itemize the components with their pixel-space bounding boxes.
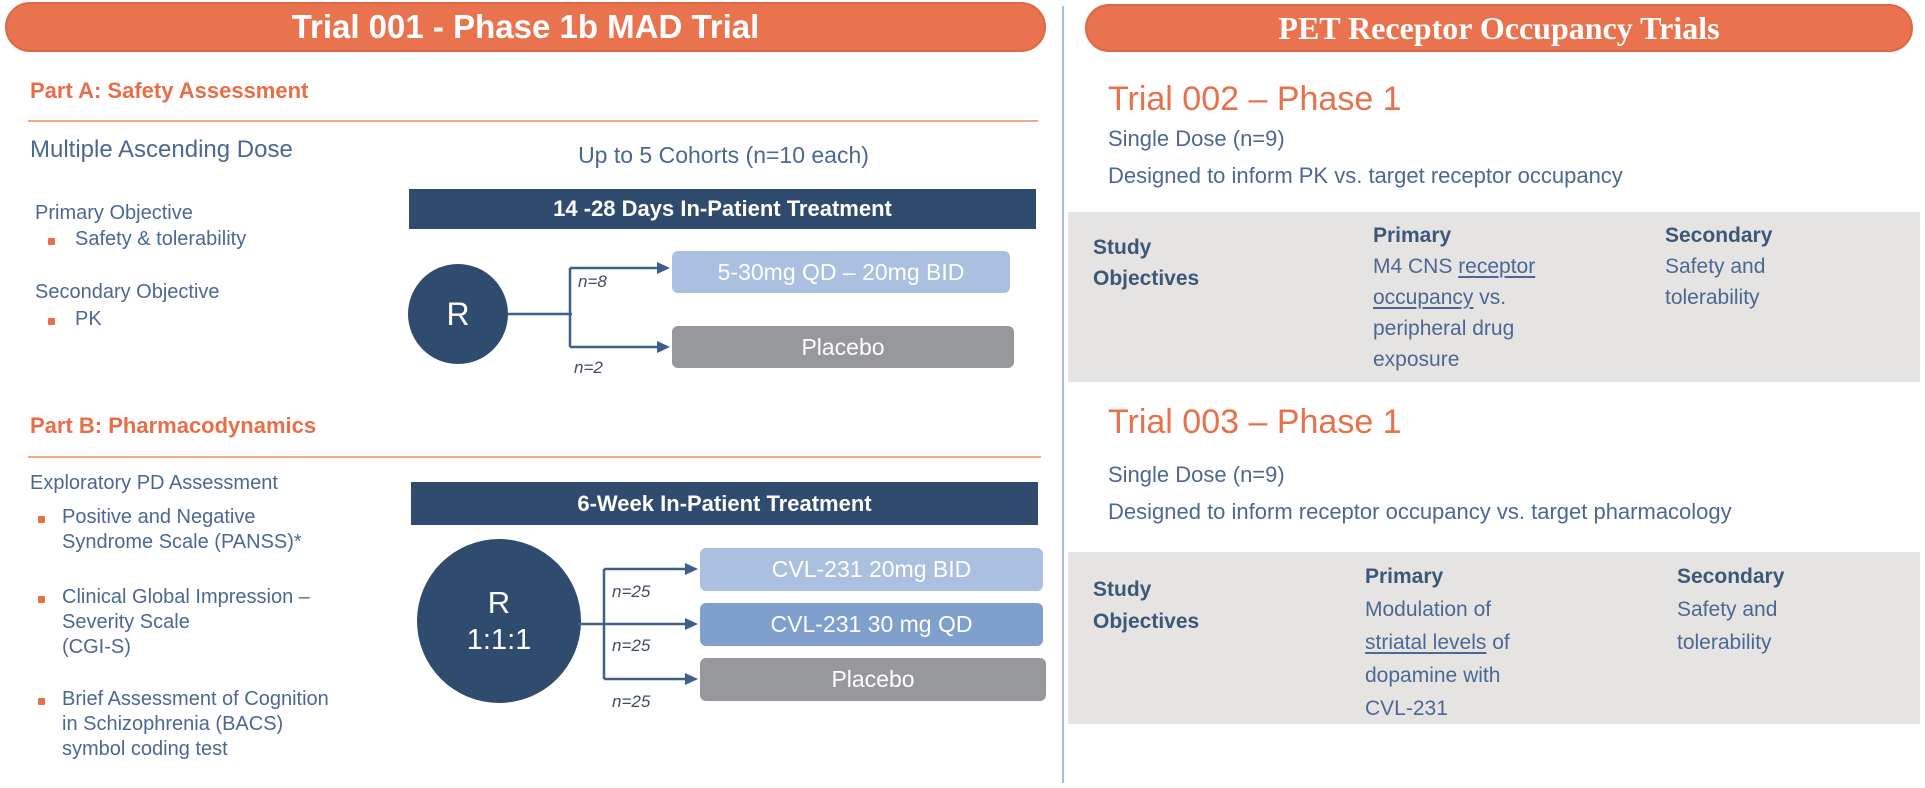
arrow-right-icon	[657, 262, 670, 274]
primary-objective-bullet: Safety & tolerability	[75, 228, 247, 250]
primary-text-underlined: striatal levels	[1365, 631, 1487, 654]
primary-label: Primary	[1373, 224, 1452, 247]
secondary-line: tolerability	[1677, 631, 1772, 654]
primary-text-underlined: occupancy	[1373, 286, 1474, 309]
trial-002-description: Designed to inform PK vs. target recepto…	[1108, 163, 1623, 188]
part-a-subtitle: Multiple Ascending Dose	[30, 136, 293, 163]
right-panel-title: PET Receptor Occupancy Trials	[1085, 4, 1913, 52]
part-b-underline	[28, 456, 1041, 458]
study-label-line: Study	[1093, 236, 1152, 259]
primary-text-underlined: receptor	[1458, 255, 1536, 278]
pd-assessment-item: Positive and Negative Syndrome Scale (PA…	[62, 505, 302, 555]
trial-003-heading: Trial 003 – Phase 1	[1108, 403, 1402, 441]
pd-assessment-item: Clinical Global Impression – Severity Sc…	[62, 585, 310, 660]
part-a-connector-lines	[508, 262, 670, 353]
part-a-arm-n2: n=2	[574, 358, 603, 377]
randomization-ratio: 1:1:1	[466, 624, 532, 656]
cohorts-note: Up to 5 Cohorts (n=10 each)	[578, 142, 869, 168]
bullet-icon	[48, 318, 55, 325]
assessment-line: Brief Assessment of Cognition	[62, 688, 329, 710]
primary-text: M4 CNS	[1373, 255, 1459, 278]
secondary-objective-label: Secondary Objective	[35, 281, 220, 303]
part-a-randomization-circle: R	[408, 264, 508, 364]
primary-line: occupancy vs.	[1373, 282, 1535, 313]
trial-002-primary-objective: Primary M4 CNS receptor occupancy vs. pe…	[1373, 220, 1535, 375]
part-b-arm1-box: CVL-231 20mg BID	[700, 548, 1043, 591]
primary-line: CVL-231	[1365, 697, 1448, 720]
assessment-line: Positive and Negative	[62, 506, 256, 528]
primary-text: of	[1486, 631, 1510, 654]
study-label-line: Study	[1093, 578, 1152, 601]
part-b-randomization-circle: R 1:1:1	[417, 539, 581, 703]
primary-text: vs.	[1473, 286, 1507, 309]
part-b-treatment-bar: 6-Week In-Patient Treatment	[411, 482, 1038, 525]
secondary-line: Safety and	[1665, 255, 1766, 278]
part-a-arm-dose-box: 5-30mg QD – 20mg BID	[672, 251, 1010, 293]
arrow-right-icon	[657, 341, 670, 353]
secondary-label: Secondary	[1665, 224, 1773, 247]
primary-line: Modulation of	[1365, 598, 1492, 621]
secondary-label: Secondary	[1677, 565, 1785, 588]
trial-003-dose: Single Dose (n=9)	[1108, 462, 1285, 487]
bullet-icon	[38, 516, 45, 523]
primary-line: peripheral drug	[1373, 317, 1515, 340]
secondary-line: Safety and	[1677, 598, 1778, 621]
part-b-arm2-n: n=25	[612, 636, 651, 655]
part-b-arm3-box: Placebo	[700, 658, 1046, 701]
trial-002-dose: Single Dose (n=9)	[1108, 126, 1285, 151]
primary-line: M4 CNS receptor	[1373, 251, 1535, 282]
bullet-icon	[48, 238, 55, 245]
trial-002-heading: Trial 002 – Phase 1	[1108, 80, 1402, 118]
study-objectives-label: Study Objectives	[1093, 574, 1199, 638]
part-b-arm1-n: n=25	[612, 582, 651, 601]
panel-divider	[1062, 6, 1064, 783]
trial-003-description: Designed to inform receptor occupancy vs…	[1108, 499, 1732, 524]
part-a-treatment-bar: 14 -28 Days In-Patient Treatment	[409, 189, 1036, 229]
trial-002-objectives-table: Study Objectives Primary M4 CNS receptor…	[1068, 212, 1920, 382]
assessment-line: symbol coding test	[62, 738, 228, 760]
part-b-arm3-n: n=25	[612, 692, 651, 711]
part-b-connector-lines	[578, 563, 698, 685]
randomization-r: R	[487, 585, 511, 620]
part-a-arm-n1: n=8	[578, 272, 607, 291]
assessment-line: Severity Scale	[62, 611, 190, 633]
assessment-line: in Schizophrenia (BACS)	[62, 713, 284, 735]
part-a-heading: Part A: Safety Assessment	[30, 78, 309, 103]
part-a-underline	[28, 120, 1038, 122]
primary-label: Primary	[1365, 565, 1444, 588]
trial-003-objectives-table: Study Objectives Primary Modulation of s…	[1068, 552, 1920, 724]
primary-line: dopamine with	[1365, 664, 1501, 687]
primary-line: exposure	[1373, 348, 1460, 371]
assessment-line: Syndrome Scale (PANSS)*	[62, 531, 302, 553]
secondary-objective-bullet: PK	[75, 308, 102, 330]
part-b-arm2-box: CVL-231 30 mg QD	[700, 603, 1043, 646]
part-a-arm-placebo-box: Placebo	[672, 326, 1014, 368]
trial-002-secondary-objective: Secondary Safety and tolerability	[1665, 220, 1772, 313]
bullet-icon	[38, 596, 45, 603]
randomization-r: R	[446, 295, 470, 332]
arrow-right-icon	[685, 673, 698, 685]
trial-003-secondary-objective: Secondary Safety and tolerability	[1677, 560, 1784, 659]
part-b-subtitle: Exploratory PD Assessment	[30, 472, 278, 494]
study-label-line: Objectives	[1093, 267, 1200, 290]
secondary-line: tolerability	[1665, 286, 1760, 309]
trial-003-primary-objective: Primary Modulation of striatal levels of…	[1365, 560, 1510, 725]
study-label-line: Objectives	[1093, 610, 1200, 633]
arrow-right-icon	[685, 618, 698, 630]
bullet-icon	[38, 698, 45, 705]
primary-objective-label: Primary Objective	[35, 202, 193, 224]
arrow-right-icon	[685, 563, 698, 575]
primary-line: striatal levels of	[1365, 626, 1510, 659]
part-b-heading: Part B: Pharmacodynamics	[30, 413, 317, 438]
left-panel-title: Trial 001 - Phase 1b MAD Trial	[5, 2, 1046, 52]
assessment-line: (CGI-S)	[62, 636, 131, 658]
assessment-line: Clinical Global Impression –	[62, 586, 310, 608]
pd-assessment-item: Brief Assessment of Cognition in Schizop…	[62, 687, 329, 762]
study-objectives-label: Study Objectives	[1093, 232, 1199, 294]
